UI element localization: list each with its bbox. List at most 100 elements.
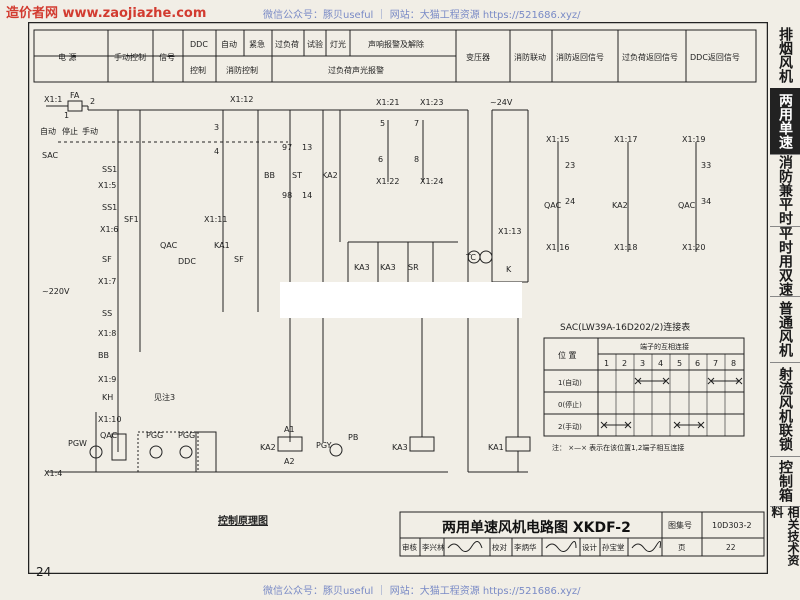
site-watermark: 造价者网 www.zaojiazhe.com (6, 6, 207, 21)
lbl-x1-1: X1:1 (44, 95, 62, 104)
lbl-fa: FA (70, 91, 80, 100)
signature-checker (545, 541, 577, 552)
lbl-sf1: SF1 (124, 215, 139, 224)
lbl-x1-7: X1:7 (98, 277, 116, 286)
header-fire-link: 消防联动 (514, 52, 546, 62)
header-ddc2: 控制 (190, 65, 206, 75)
lbl-7: 7 (414, 119, 419, 128)
circuit-labels: X1:1 FA 1 2 X1:12 X1:21 X1:23 ~24V 自动 停止… (40, 91, 711, 527)
lbl-ctrl-title: 控制原理图 (218, 514, 268, 527)
bottom-watermark: 微信公众号：豚贝useful ｜ 网站：大猫工程资源 https://52168… (263, 586, 581, 597)
atlas-no: 10D303-2 (712, 521, 752, 530)
sidebar-item-exhaust[interactable]: 排烟风机 (770, 22, 800, 89)
header-emergency: 紧急 (249, 39, 265, 49)
lbl-24v: ~24V (490, 98, 513, 107)
sac-note: 注： ×—× 表示在该位置1,2端子相互连接 (552, 443, 684, 452)
lbl-pgy: PGY (316, 441, 332, 450)
atlas-no-label: 图集号 (668, 520, 692, 530)
design-label: 设计 (582, 542, 597, 552)
header-transformer: 变压器 (466, 52, 490, 62)
lbl-34: 34 (701, 197, 711, 206)
lbl-13: 13 (302, 143, 312, 152)
sidebar-item-dual-single[interactable]: 两用单速 (770, 88, 800, 155)
lbl-bb: BB (98, 351, 109, 360)
top-watermark: 微信公众号：豚贝useful ｜ 网站：大猫工程资源 https://52168… (263, 10, 581, 21)
review-label: 审核 (402, 542, 417, 552)
lbl-x1-16: X1:16 (546, 243, 569, 252)
lbl-qac4: QAC (544, 201, 562, 210)
lbl-a1: A1 (284, 425, 295, 434)
drawing-sheet: 电 源 手动控制 信号 DDC 控制 自动 紧急 过负荷 试验 灯光 声响报警及… (27, 21, 769, 575)
lbl-pgg2: PGG (178, 431, 195, 440)
sac-row-auto: 1(自动) (558, 378, 582, 387)
check-label: 校对 (492, 542, 507, 552)
signature-designer (631, 541, 661, 552)
sac-connection-marks (600, 377, 743, 429)
lbl-sr: SR (408, 263, 419, 272)
lbl-sel-stop: 停止 (62, 126, 78, 136)
lbl-x1-21: X1:21 (376, 98, 399, 107)
lbl-ka3b: KA3 (380, 263, 396, 272)
designer: 孙宝堂 (602, 542, 625, 552)
lbl-st: ST (292, 171, 302, 180)
lbl-ss1b: SS1 (102, 203, 117, 212)
header-overload-alarm: 过负荷声光报警 (328, 65, 384, 75)
sidebar-item-ref[interactable]: 相关技术资料 (770, 506, 800, 574)
sidebar-item-label: 普通风机 (777, 301, 793, 357)
lbl-ka2: KA2 (322, 171, 338, 180)
lbl-x1-18: X1:18 (614, 243, 637, 252)
lbl-sel-manual: 手动 (82, 126, 98, 136)
lbl-97: 97 (282, 143, 292, 152)
lbl-4: 4 (214, 147, 219, 156)
lbl-pb: PB (348, 433, 358, 442)
lbl-x1-13: X1:13 (498, 227, 521, 236)
lbl-x1-12: X1:12 (230, 95, 253, 104)
sidebar-item-label: 相关技术资料 (770, 506, 800, 566)
sac-terminal-1: 1 (604, 359, 609, 368)
checker: 李炳华 (514, 542, 537, 552)
lbl-ss: SS (102, 309, 112, 318)
lbl-sf: SF (102, 255, 112, 264)
sac-title: SAC(LW39A-16D202/2)连接表 (560, 321, 690, 333)
sac-row-stop: 0(停止) (558, 400, 582, 409)
header-overload: 过负荷 (275, 39, 299, 49)
sidebar-item-label: 平时用双速 (777, 226, 793, 296)
lbl-sf2: SF (234, 255, 244, 264)
lbl-x1-6: X1:6 (100, 225, 118, 234)
header-test: 试验 (307, 39, 323, 49)
sac-col-pos: 位 置 (558, 350, 577, 360)
header-overload-return: 过负荷返回信号 (622, 52, 678, 62)
header-texts: 电 源 手动控制 信号 DDC 控制 自动 紧急 过负荷 试验 灯光 声响报警及… (58, 39, 740, 75)
lbl-33: 33 (701, 161, 711, 170)
sac-table: SAC(LW39A-16D202/2)连接表 位 置 端子的互相连接 1 2 3… (543, 321, 745, 452)
header-light: 灯光 (330, 39, 346, 49)
lbl-3: 3 (214, 123, 219, 132)
lbl-23: 23 (565, 161, 575, 170)
lbl-x1-9: X1:9 (98, 375, 116, 384)
title-block: 两用单速风机电路图 XKDF-2 图集号 10D303-2 审核 李兴林 校对 … (399, 511, 765, 557)
lbl-a2: A2 (284, 457, 295, 466)
lbl-ka2b: KA2 (612, 201, 628, 210)
sidebar-item-jet[interactable]: 射流风机联锁 (770, 362, 800, 457)
sidebar-item-normal[interactable]: 普通风机 (770, 296, 800, 363)
lbl-note3: 见注3 (154, 392, 175, 402)
sidebar-item-fire[interactable]: 消防兼平时 (770, 154, 800, 227)
top-watermark-row: 造价者网 www.zaojiazhe.com 微信公众号：豚贝useful ｜ … (0, 0, 800, 22)
header-manual: 手动控制 (114, 52, 146, 62)
lbl-x1-23: X1:23 (420, 98, 443, 107)
sidebar-item-dual-speed[interactable]: 平时用双速 (770, 226, 800, 297)
lbl-kh: KH (102, 393, 113, 402)
lbl-x1-8: X1:8 (98, 329, 116, 338)
page-number-box: 22 (726, 543, 736, 552)
header-ddc1: DDC (190, 40, 208, 49)
header-signal: 信号 (159, 52, 175, 62)
lbl-ka3: KA3 (354, 263, 370, 272)
lbl-x1-5: X1:5 (98, 181, 116, 190)
lbl-24: 24 (565, 197, 575, 206)
sac-row-manual: 2(手动) (558, 422, 582, 431)
sidebar-item-box[interactable]: 控制箱 (770, 456, 800, 507)
sidebar-item-label: 控制箱 (777, 460, 793, 502)
blank-panel (280, 282, 522, 318)
sidebar-item-label: 两用单速 (777, 93, 793, 149)
lbl-bb2: BB (264, 171, 275, 180)
